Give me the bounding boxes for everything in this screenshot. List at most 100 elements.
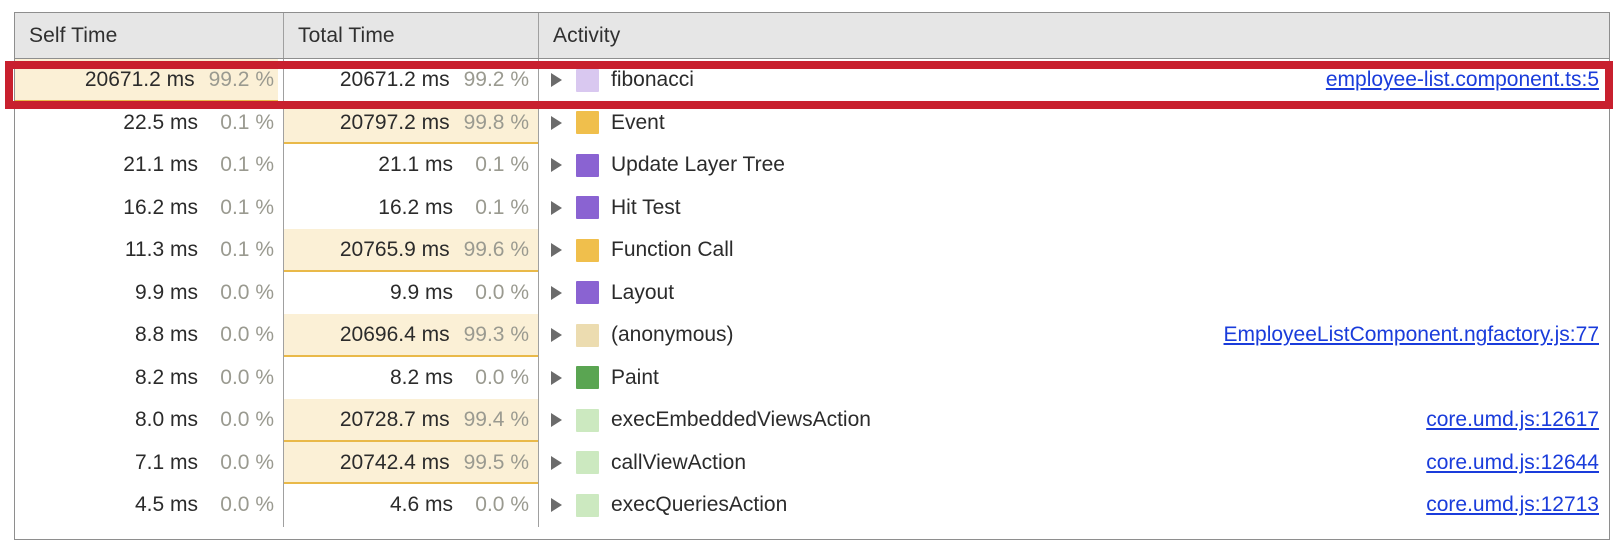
total-time-value: 20696.4 ms [339, 323, 450, 347]
self-time-value: 16.2 ms [123, 195, 198, 219]
total-time-value: 8.2 ms [389, 365, 453, 389]
activity-color-swatch-icon [576, 408, 599, 432]
column-header-total-time-label: Total Time [298, 23, 395, 47]
total-time-value: 16.2 ms [378, 195, 453, 219]
source-location-link[interactable]: core.umd.js:12713 [1426, 493, 1599, 517]
total-time-percent: 0.1 % [475, 153, 529, 177]
disclosure-triangle-right-icon[interactable] [551, 200, 562, 215]
disclosure-triangle-right-icon[interactable] [551, 73, 562, 88]
self-time-value: 4.5 ms [134, 493, 198, 517]
disclosure-triangle-right-icon[interactable] [551, 413, 562, 428]
column-header-self-time-label: Self Time [29, 23, 118, 47]
table-row[interactable]: 4.5 ms 0.0 % 4.6 ms 0.0 % execQueriesAction c… [15, 484, 1609, 527]
cell-activity: (anonymous) EmployeeListComponent.ngfacto… [539, 314, 1609, 357]
activity-label: execQueriesAction [611, 493, 788, 517]
self-time-percent: 0.0 % [220, 280, 274, 304]
total-time-percent: 99.3 % [463, 323, 529, 347]
source-location-link[interactable]: EmployeeListComponent.ngfactory.js:77 [1223, 323, 1599, 347]
self-time-percent: 0.0 % [220, 493, 274, 517]
disclosure-triangle-right-icon[interactable] [551, 158, 562, 173]
total-time-proportion-bar [284, 229, 538, 272]
disclosure-triangle-right-icon[interactable] [551, 285, 562, 300]
activity-color-swatch-icon [576, 451, 599, 475]
cell-activity: execQueriesAction core.umd.js:12713 [539, 484, 1609, 527]
activity-color-swatch-icon [576, 238, 599, 262]
total-time-percent: 0.0 % [475, 280, 529, 304]
total-time-percent: 99.5 % [463, 450, 529, 474]
self-time-percent: 0.1 % [220, 110, 274, 134]
disclosure-triangle-right-icon[interactable] [551, 370, 562, 385]
self-time-percent: 0.1 % [220, 238, 274, 262]
self-time-value: 9.9 ms [134, 280, 198, 304]
total-time-value: 4.6 ms [389, 493, 453, 517]
total-time-percent: 0.0 % [475, 493, 529, 517]
activity-color-swatch-icon [576, 68, 599, 92]
disclosure-triangle-right-icon[interactable] [551, 498, 562, 513]
activity-label: callViewAction [611, 450, 747, 474]
activity-color-swatch-icon [576, 323, 599, 347]
self-time-percent: 0.1 % [220, 195, 274, 219]
self-time-value: 20671.2 ms [84, 68, 195, 92]
activity-label: (anonymous) [611, 323, 734, 347]
activity-label: fibonacci [611, 68, 694, 92]
total-time-percent: 0.0 % [475, 365, 529, 389]
column-header-activity-label: Activity [553, 23, 621, 47]
total-time-percent: 99.2 % [463, 68, 529, 92]
activity-color-swatch-icon [576, 366, 599, 390]
total-time-value: 20728.7 ms [339, 408, 450, 432]
column-header-self-time[interactable]: Self Time [15, 13, 284, 58]
total-time-percent: 99.6 % [463, 238, 529, 262]
total-time-proportion-bar [284, 441, 538, 484]
self-time-percent: 0.1 % [220, 153, 274, 177]
activity-color-swatch-icon [576, 281, 599, 305]
source-location-link[interactable]: core.umd.js:12617 [1426, 408, 1599, 432]
column-header-total-time[interactable]: Total Time [284, 13, 539, 58]
source-location-link[interactable]: employee-list.component.ts:5 [1325, 68, 1599, 92]
cell-total-time: 4.6 ms 0.0 % [284, 484, 539, 527]
cell-activity: Layout [539, 272, 1609, 315]
self-time-percent: 0.0 % [220, 408, 274, 432]
cell-self-time: 4.5 ms 0.0 % [15, 484, 284, 527]
disclosure-triangle-right-icon[interactable] [551, 243, 562, 258]
total-time-value: 20765.9 ms [339, 238, 450, 262]
disclosure-triangle-right-icon[interactable] [551, 115, 562, 130]
source-location-link[interactable]: core.umd.js:12644 [1426, 450, 1599, 474]
column-header-activity[interactable]: Activity [539, 13, 1609, 58]
activity-color-swatch-icon [576, 493, 599, 517]
total-time-proportion-bar [284, 314, 538, 357]
activity-color-swatch-icon [576, 153, 599, 177]
total-time-value: 20797.2 ms [339, 110, 450, 134]
activity-label: Layout [611, 280, 675, 304]
cell-activity: Update Layer Tree [539, 144, 1609, 187]
cell-activity: Event [539, 102, 1609, 145]
cell-activity: callViewAction core.umd.js:12644 [539, 442, 1609, 485]
self-time-percent: 0.0 % [220, 323, 274, 347]
self-time-value: 21.1 ms [123, 153, 198, 177]
disclosure-triangle-right-icon[interactable] [551, 328, 562, 343]
disclosure-triangle-right-icon[interactable] [551, 455, 562, 470]
cell-total-time: 20696.4 ms 99.3 % [284, 314, 539, 357]
cell-total-time: 20765.9 ms 99.6 % [284, 229, 539, 272]
